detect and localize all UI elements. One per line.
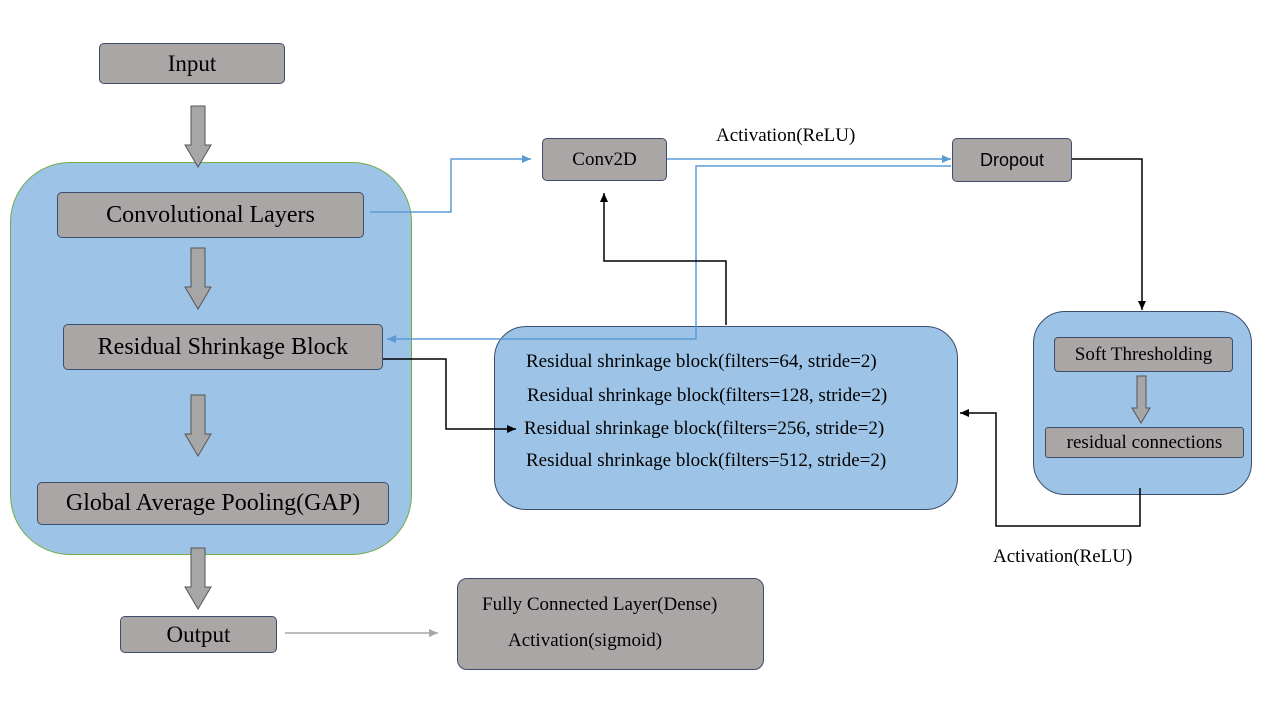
residual-blocks-panel [494,326,958,510]
edge-conv-layers-to-conv2d [370,155,531,213]
input-label: Input [167,50,217,76]
down-arrow-input-conv [184,105,212,168]
input-node: Input [99,43,285,84]
edge-residual-block-to-panel [381,358,516,433]
residual-connections-node: residual connections [1045,427,1244,458]
down-arrow-conv-residual [184,247,212,310]
dense-label: Fully Connected Layer(Dense) [482,594,718,615]
relu-top-label: Activation(ReLU) [716,125,856,146]
edge-dropout-to-residual-block [387,165,951,343]
residual-connections-label: residual connections [1066,431,1223,453]
residual-block-128: Residual shrinkage block(filters=128, st… [527,385,888,406]
gap-node: Global Average Pooling(GAP) [37,482,389,525]
soft-thresholding-node: Soft Thresholding [1054,337,1233,372]
soft-thresholding-label: Soft Thresholding [1074,343,1213,365]
output-label: Output [166,621,231,647]
sigmoid-label: Activation(sigmoid) [508,630,663,651]
relu-bottom-label: Activation(ReLU) [993,546,1133,567]
residual-block-512: Residual shrinkage block(filters=512, st… [526,450,887,471]
conv2d-label: Conv2D [572,148,637,170]
down-arrow-gap-output [184,547,212,610]
edge-dropout-to-shrinkage [1062,158,1146,310]
dense-node: Fully Connected Layer(Dense) Activation(… [457,578,764,670]
edge-residual-panel-to-conv2d [600,193,727,325]
residual-shrinkage-block-label: Residual Shrinkage Block [97,333,349,360]
residual-shrinkage-block-node: Residual Shrinkage Block [63,324,383,370]
convolutional-layers-label: Convolutional Layers [106,201,315,228]
output-node: Output [120,616,277,653]
residual-block-64: Residual shrinkage block(filters=64, str… [526,351,877,372]
convolutional-layers-node: Convolutional Layers [57,192,364,238]
dropout-label: Dropout [979,149,1045,170]
dropout-node: Dropout [952,138,1072,182]
down-arrow-residual-gap [184,394,212,457]
residual-block-256: Residual shrinkage block(filters=256, st… [524,418,885,439]
conv2d-node: Conv2D [542,138,667,181]
edge-shrinkage-to-residual-panel [960,409,1141,527]
gap-label: Global Average Pooling(GAP) [65,490,361,516]
down-arrow-soft-residual [1131,375,1151,424]
